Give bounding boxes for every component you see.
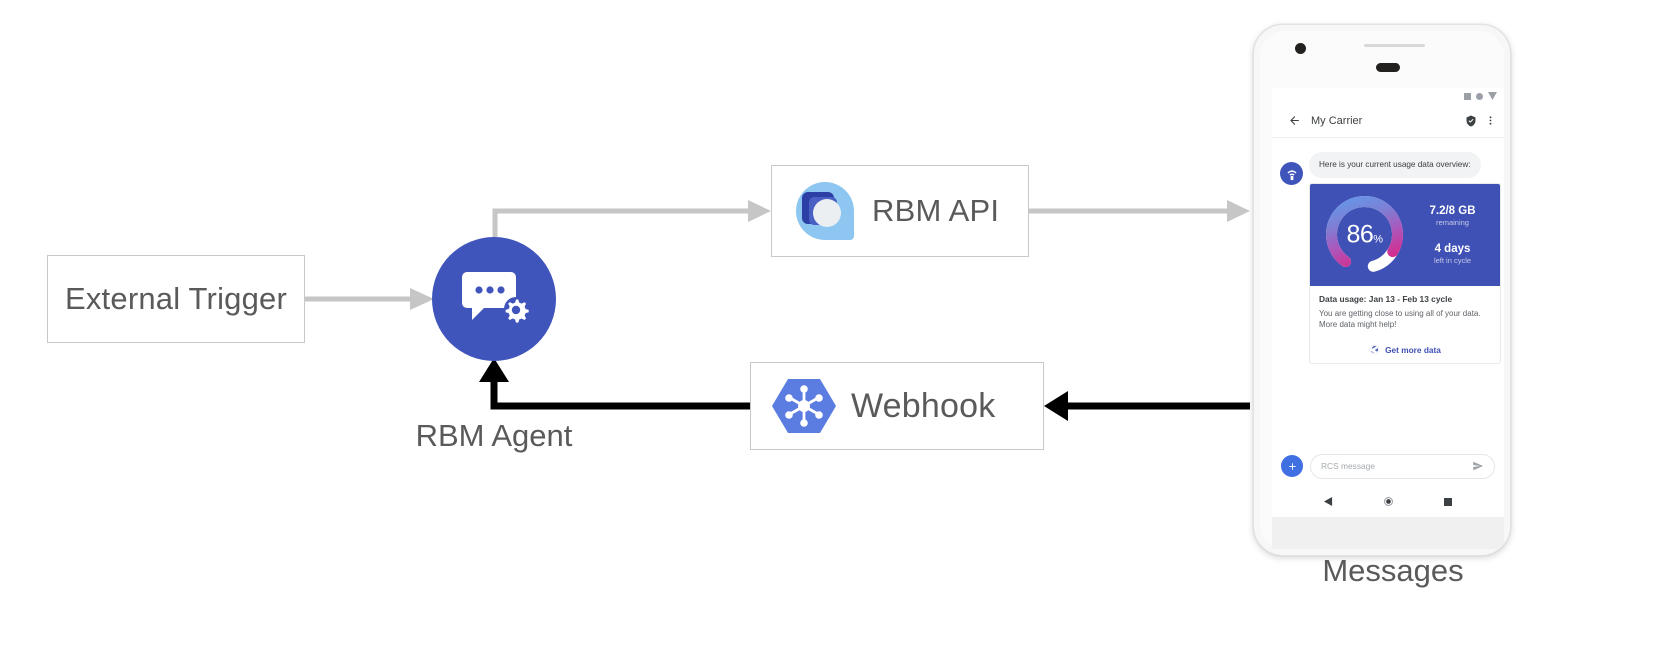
webhook-hexagon-icon (772, 379, 836, 433)
earpiece-speaker (1376, 63, 1400, 72)
external-trigger-label: External Trigger (64, 281, 288, 316)
send-icon[interactable] (1472, 460, 1484, 472)
card-body: Data usage: Jan 13 - Feb 13 cycle You ar… (1310, 286, 1500, 337)
node-rbm-agent[interactable] (432, 237, 556, 361)
stat-spacer (1413, 228, 1492, 242)
connector-agent-to-rbmapi (492, 200, 771, 240)
hero-stats: 7.2/8 GB remaining 4 days left in cycle (1411, 204, 1492, 266)
rbm-api-label: RBM API (872, 193, 1000, 228)
earpiece-grille (1364, 44, 1425, 47)
stat-data-value: 7.2/8 GB (1429, 204, 1476, 217)
front-camera-icon (1295, 43, 1306, 54)
status-bar (1272, 88, 1504, 104)
gauge-percent-sign: % (1373, 233, 1383, 246)
conversation-title: My Carrier (1311, 114, 1363, 127)
card-title: Data usage: Jan 13 - Feb 13 cycle (1319, 293, 1453, 304)
usage-gauge: 86% (1318, 188, 1411, 281)
card-action-label: Get more data (1385, 344, 1441, 355)
webhook-label: Webhook (851, 386, 996, 425)
avatar (1280, 162, 1303, 185)
messages-label: Messages (1322, 553, 1464, 588)
stat-days-caption: left in cycle (1433, 256, 1472, 266)
gauge-percent-number: 86 (1346, 220, 1374, 249)
connector-rbmapi-to-messages (1029, 200, 1250, 222)
card-description: You are getting close to using all of yo… (1319, 308, 1481, 330)
rcs-message-placeholder: RCS message (1321, 461, 1375, 471)
card-action-get-more-data[interactable]: Get more data (1310, 337, 1500, 363)
circle-icon (1476, 92, 1483, 100)
gauge-percent-value: 86% (1318, 220, 1411, 249)
nav-recents-square-icon[interactable] (1444, 497, 1453, 506)
back-arrow-icon[interactable] (1288, 114, 1301, 127)
rbm-agent-label: RBM Agent (415, 418, 573, 453)
phone-side-button[interactable] (1253, 165, 1254, 191)
chat-bubble-gear-icon (462, 272, 529, 323)
node-rbm-api[interactable]: RBM API (771, 165, 1029, 257)
battery-triangle-icon (1488, 92, 1497, 100)
nav-back-triangle-icon[interactable] (1323, 497, 1333, 506)
phone-top-bezel (1260, 31, 1504, 88)
phone-device: My Carrier (1253, 24, 1511, 556)
node-external-trigger[interactable]: External Trigger (47, 255, 305, 343)
node-webhook[interactable]: Webhook (750, 362, 1044, 450)
message-composer: RCS message (1272, 446, 1504, 486)
phone-body: My Carrier (1260, 31, 1504, 549)
android-nav-bar (1272, 486, 1504, 517)
card-hero: 86% 7.2/8 GB remaining 4 days left in c (1310, 183, 1500, 286)
phone-bottom-bezel (1272, 517, 1504, 549)
more-vert-icon[interactable] (1485, 115, 1496, 126)
text-message-bubble: Here is your current usage data overview… (1309, 152, 1481, 178)
add-attachment-button[interactable] (1281, 455, 1303, 477)
rcs-message-input[interactable]: RCS message (1310, 453, 1495, 479)
app-bar: My Carrier (1272, 104, 1504, 138)
stat-days-value: 4 days (1434, 242, 1471, 255)
connector-trigger-to-agent (305, 288, 434, 310)
rbm-api-logo-icon (796, 182, 854, 240)
verified-shield-icon[interactable] (1465, 115, 1477, 127)
bubble-column: Here is your current usage data overview… (1309, 152, 1501, 365)
message-row: Here is your current usage data overview… (1280, 152, 1501, 365)
globe-icon (1370, 344, 1380, 355)
plus-icon (1288, 462, 1296, 470)
broadcast-tower-icon (1286, 169, 1297, 180)
phone-screen: My Carrier (1272, 88, 1504, 517)
nav-home-circle-icon[interactable] (1383, 497, 1393, 506)
gauge-arc-icon (1326, 196, 1403, 274)
rich-card[interactable]: 86% 7.2/8 GB remaining 4 days left in c (1309, 182, 1501, 365)
connector-messages-to-webhook (1044, 391, 1250, 421)
signal-square-icon (1464, 92, 1471, 100)
stat-data-caption: remaining (1436, 218, 1469, 228)
connector-webhook-to-agent (479, 358, 750, 410)
